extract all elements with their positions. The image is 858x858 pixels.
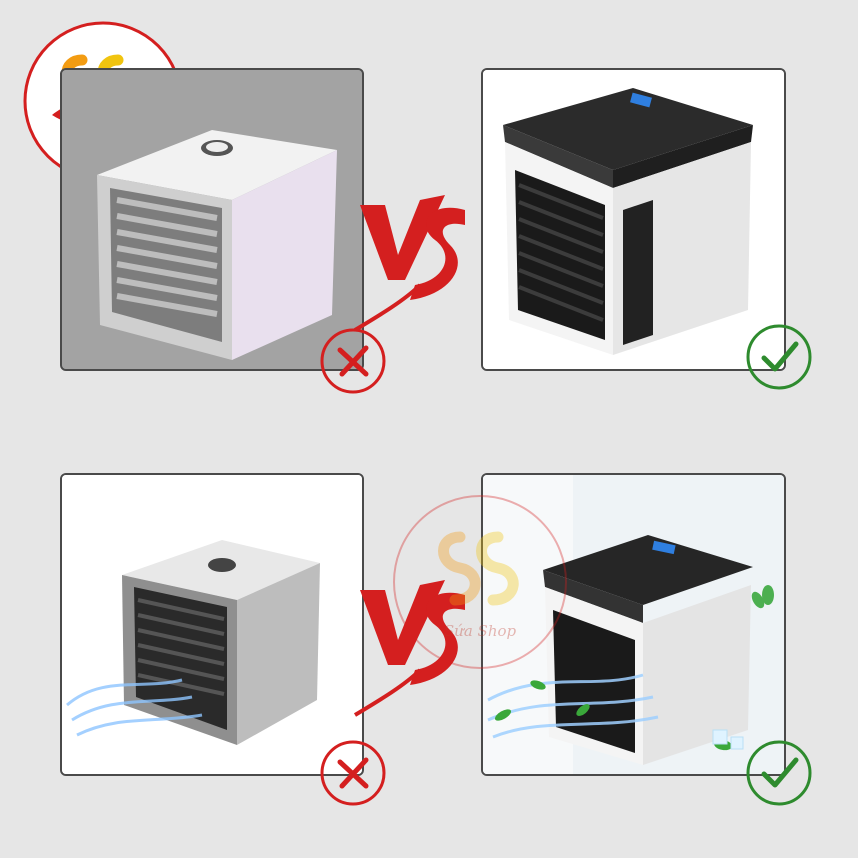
correct-check-icon (744, 738, 814, 808)
product-image-old-white-cooler (60, 68, 364, 371)
wrong-cross-icon (318, 326, 388, 396)
correct-check-icon (744, 322, 814, 392)
product-image-new-cooler-breeze (481, 473, 786, 776)
product-image-old-silver-cooler (60, 473, 364, 776)
wrong-cross-icon (318, 738, 388, 808)
watermark-text: Sứa Shop (443, 622, 517, 640)
product-image-new-cooler (481, 68, 786, 371)
vs-symbol (350, 185, 470, 335)
vs-symbol (350, 570, 470, 720)
brand-watermark: Sứa Shop (390, 492, 570, 672)
